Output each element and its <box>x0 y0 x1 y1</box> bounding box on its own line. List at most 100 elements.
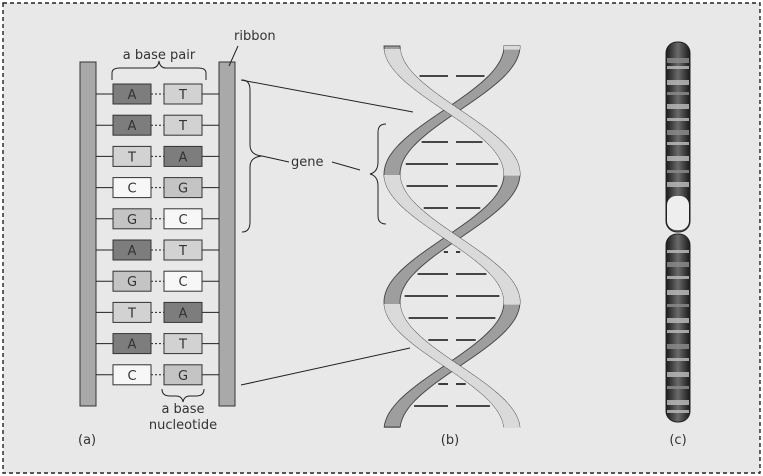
helix-segment <box>496 319 515 323</box>
helix-segment <box>503 427 520 428</box>
helix-segment <box>389 64 409 68</box>
helix-segment <box>462 379 484 383</box>
helix-front-strand <box>383 45 521 428</box>
helix-segment <box>446 112 469 116</box>
helix-segment <box>454 355 476 359</box>
helix-segment <box>397 202 418 206</box>
helix-segment <box>487 271 507 275</box>
helix-segment <box>476 211 497 215</box>
helix-segment <box>390 280 409 284</box>
helix-segment <box>395 328 416 332</box>
helix-segment <box>497 283 516 287</box>
helix-segment <box>384 307 402 311</box>
chromosome-band <box>667 250 689 253</box>
gene-brace-right <box>369 123 387 225</box>
chromosome-band <box>667 344 689 349</box>
helix-segment <box>409 85 430 89</box>
helix-segment <box>396 400 416 404</box>
chromosome-band <box>667 400 689 405</box>
helix-segment <box>415 346 437 350</box>
helix-segment <box>399 397 419 401</box>
nucleotide-label-line1: a base <box>161 402 204 417</box>
helix-segment <box>503 178 520 182</box>
chromosome-band <box>667 92 689 95</box>
helix-segment <box>393 325 413 329</box>
helix-segment <box>403 265 424 269</box>
helix-segment <box>384 421 402 425</box>
helix-segment <box>490 70 510 74</box>
helix-segment <box>452 244 474 248</box>
helix-segment <box>386 415 404 419</box>
base-box <box>163 239 203 261</box>
helix-segment <box>442 109 464 113</box>
helix-segment <box>422 223 444 227</box>
base-letter: G <box>178 369 188 384</box>
left-ribbon <box>79 61 97 407</box>
helix-segment <box>491 403 511 407</box>
base-box <box>163 208 203 230</box>
helix-segment <box>471 343 493 347</box>
base-box <box>112 114 152 136</box>
base-box <box>163 301 203 323</box>
base-letter: A <box>128 119 137 134</box>
helix-segment <box>491 325 511 329</box>
helix-segment <box>492 196 512 200</box>
helix-segment <box>385 160 404 164</box>
helix-segment <box>407 133 428 137</box>
helix-segment <box>387 157 406 161</box>
helix-segment <box>404 136 425 140</box>
helix-segment <box>408 388 430 392</box>
helix-segment <box>482 334 503 338</box>
helix-segment <box>460 223 482 227</box>
helix-segment <box>386 313 404 317</box>
helix-segment <box>455 118 477 122</box>
helix-segment <box>478 391 499 395</box>
helix-segment <box>461 250 483 254</box>
helix-segment <box>497 190 516 194</box>
base-box <box>163 333 203 355</box>
nucleotide-label-line2: nucleotide <box>149 418 217 433</box>
helix-segment <box>385 289 403 293</box>
helix-segment <box>391 322 410 326</box>
base-box <box>112 270 152 292</box>
base-box <box>112 177 152 199</box>
helix-segment <box>476 133 497 137</box>
zoom-line-top <box>240 79 414 113</box>
helix-segment <box>488 328 509 332</box>
helix-segment <box>412 385 433 389</box>
helix-segment <box>449 370 472 374</box>
panel-a-label: (a) <box>78 433 96 448</box>
chromosome-band <box>667 290 689 295</box>
chromosome-band <box>667 66 689 69</box>
helix-segment <box>467 382 488 386</box>
helix-segment <box>425 97 447 101</box>
helix-segment <box>485 331 506 335</box>
chromosome-band <box>667 80 689 85</box>
helix-segment <box>417 91 438 95</box>
helix-segment <box>489 199 510 203</box>
helix-segment <box>408 340 429 344</box>
helix-segment <box>403 208 424 212</box>
helix-segment <box>479 136 500 140</box>
helix-segment <box>418 124 440 128</box>
gene-leader-left <box>261 155 290 163</box>
helix-segment <box>384 172 401 176</box>
chromosome-band <box>667 330 689 333</box>
chromosome-band <box>667 156 689 161</box>
helix-segment <box>502 421 520 425</box>
helix-segment <box>385 310 403 314</box>
helix-segment <box>441 364 463 368</box>
helix-segment <box>439 235 461 239</box>
chromosome-band <box>667 118 689 121</box>
helix-segment <box>485 397 505 401</box>
helix-segment <box>444 238 466 242</box>
helix-segment <box>484 268 505 272</box>
base-box <box>112 208 152 230</box>
helix-segment <box>396 73 417 77</box>
helix-segment <box>402 394 422 398</box>
